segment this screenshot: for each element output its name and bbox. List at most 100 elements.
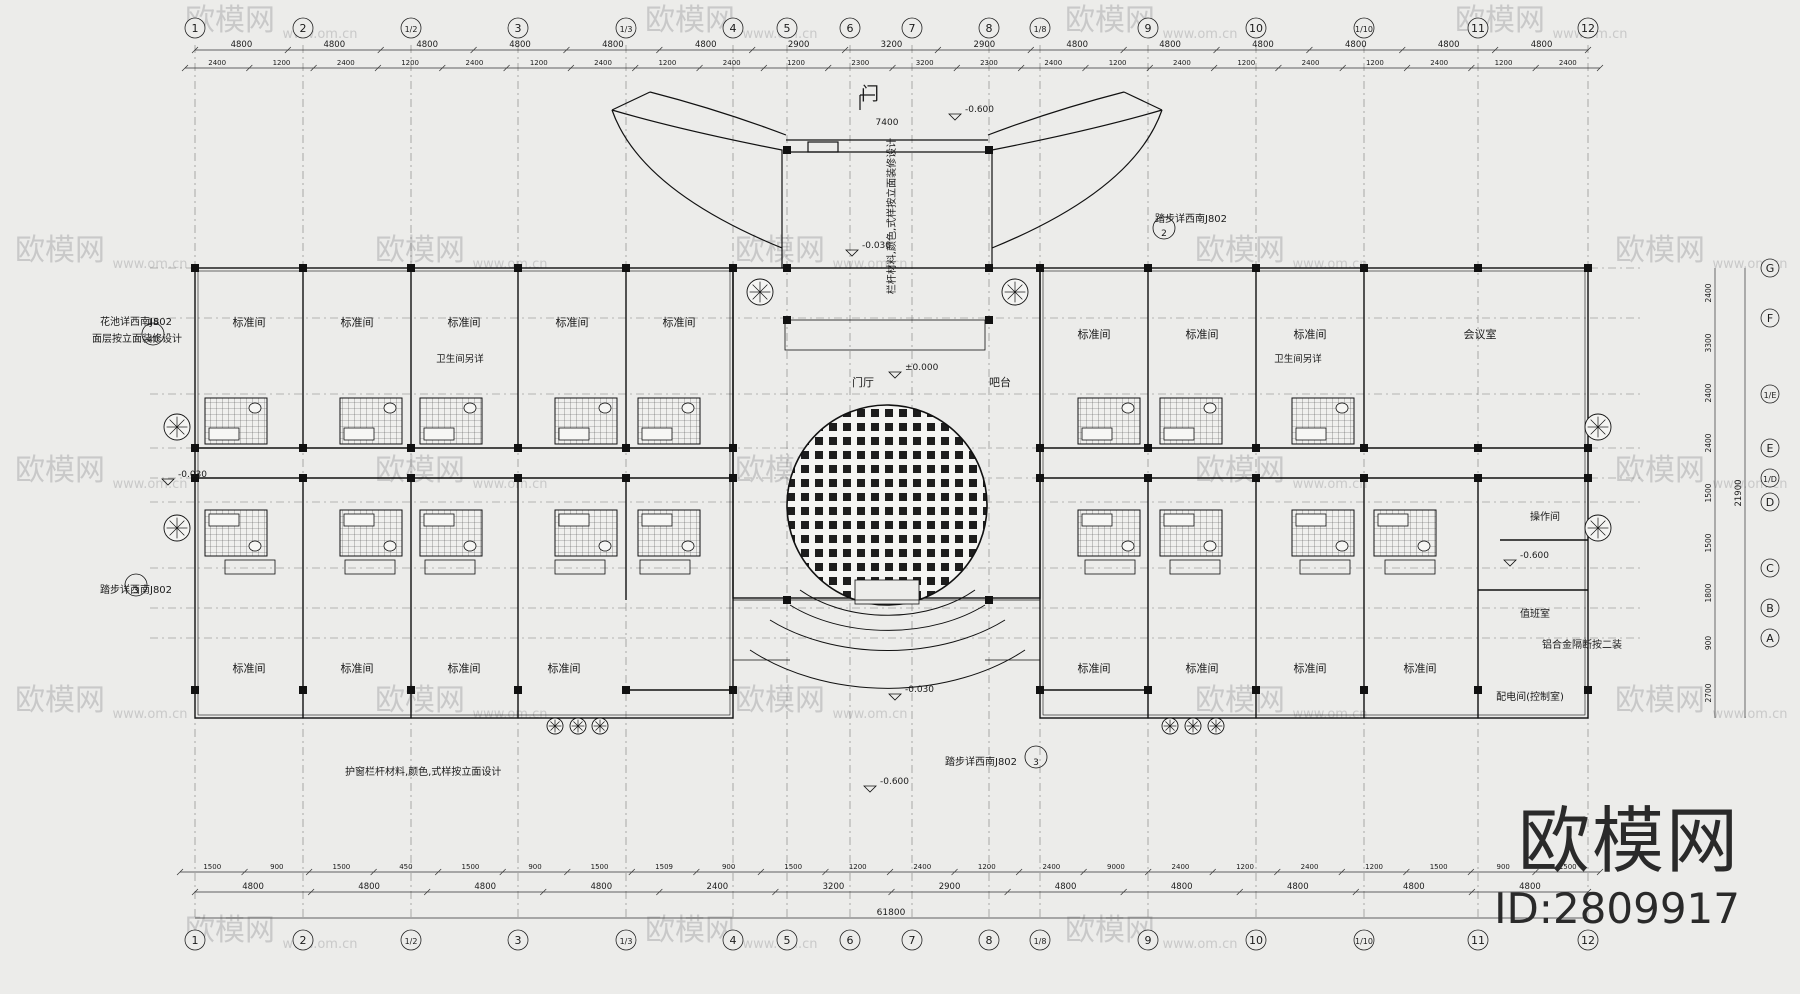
elevation-label: -0.600 — [880, 777, 909, 787]
dim-top-detail-value: 1200 — [1237, 59, 1255, 67]
dim-bottom-main-value: 4800 — [1287, 882, 1309, 892]
dim-right-value: 3300 — [1704, 333, 1713, 352]
dim-bottom-detail-value: 1500 — [203, 863, 221, 871]
dim-tick — [1120, 46, 1127, 54]
plant-leaf — [573, 721, 579, 727]
axis-bubble — [615, 929, 637, 951]
axis-bubble-label: E — [1767, 442, 1774, 455]
axis-bubble-label: 1/3 — [620, 937, 633, 946]
axis-bubble-label: 1/2 — [405, 25, 418, 34]
dim-top-detail-value: 2400 — [1302, 59, 1320, 67]
dim-tick — [1467, 868, 1475, 876]
bathroom-unit — [339, 509, 403, 557]
column — [514, 474, 522, 482]
toilet — [248, 540, 262, 552]
plant-leaf — [1165, 725, 1171, 731]
column — [985, 316, 993, 324]
elevation-triangle — [1503, 559, 1517, 567]
column — [1584, 474, 1592, 482]
dim-bottom-main-value: 4800 — [474, 882, 496, 892]
dim-tick — [284, 46, 292, 54]
dim-tick — [1491, 46, 1499, 54]
column — [1584, 264, 1592, 272]
axis-bubble — [1137, 17, 1159, 39]
plant-leaf — [1590, 419, 1599, 428]
column — [514, 686, 522, 694]
dim-right-value: 900 — [1704, 636, 1713, 651]
column — [191, 264, 199, 272]
dim-top-main-value: 4800 — [416, 40, 438, 50]
column — [299, 474, 307, 482]
dim-bottom-detail-value: 900 — [528, 863, 541, 871]
axis-bubble — [1760, 468, 1780, 488]
note-steps-left: 踏步详西南J802 — [100, 583, 172, 596]
dim-top-main-value: 2900 — [788, 40, 810, 50]
axis-bubble — [400, 17, 422, 39]
plant-leaf — [169, 527, 178, 536]
dim-tick — [1120, 888, 1127, 896]
axis-bubble — [507, 929, 529, 951]
toilet — [598, 402, 612, 414]
elevation-triangle — [863, 785, 877, 793]
dim-top-detail-value: 2300 — [851, 59, 869, 67]
column — [1474, 474, 1482, 482]
axis-bubble-label: 6 — [847, 22, 854, 35]
dim-bottom-main-value: 2900 — [939, 882, 961, 892]
axis-bubble — [1245, 929, 1267, 951]
bathroom-unit — [554, 397, 618, 445]
column — [191, 474, 199, 482]
axis-bubble — [1760, 438, 1780, 458]
column — [1144, 444, 1152, 452]
column — [514, 444, 522, 452]
dim-right-total: 21900 — [1734, 479, 1744, 506]
dim-tick — [1017, 64, 1025, 72]
axis-bubble-label: 10 — [1249, 22, 1263, 35]
bed — [1084, 559, 1136, 575]
dim-tick — [1339, 64, 1346, 72]
dim-right-value: 2400 — [1704, 283, 1713, 302]
room-label-standard: 标准间 — [663, 315, 696, 329]
elevation-triangle — [888, 371, 902, 379]
dim-tick — [757, 868, 765, 876]
room-label-standard: 标准间 — [1078, 661, 1111, 675]
room-label-standard: 标准间 — [448, 315, 481, 329]
dim-bottom-detail-value: 900 — [722, 863, 735, 871]
plant-leaf — [759, 291, 768, 300]
column — [1360, 474, 1368, 482]
elevation-triangle — [845, 249, 859, 257]
room-label-standard: 标准间 — [1294, 327, 1327, 341]
dim-bottom-main-value: 4800 — [1055, 882, 1077, 892]
room-label-standard: 标准间 — [341, 661, 374, 675]
bathtub — [558, 427, 590, 441]
axis-bubble-label: 10 — [1249, 934, 1263, 947]
dim-bottom-detail-value: 900 — [1496, 863, 1509, 871]
dim-top-main-value: 4800 — [323, 40, 345, 50]
note-flower-2: 面层按立面装修设计 — [92, 332, 182, 345]
dim-top-main-value: 4800 — [1066, 40, 1088, 50]
dim-top-detail-value: 2400 — [337, 59, 355, 67]
dim-tick — [470, 46, 477, 54]
plant-leaf — [1192, 721, 1198, 727]
detail-callout-circle — [124, 573, 148, 597]
column — [985, 264, 993, 272]
plant-leaf — [577, 725, 583, 731]
dim-tick — [377, 46, 384, 54]
dim-bottom-detail-value: 1200 — [849, 863, 867, 871]
watermark-text: 欧模网 — [735, 683, 825, 718]
plant-symbols — [163, 278, 1612, 735]
watermark-url: www.om.cn — [1163, 937, 1238, 952]
column — [191, 686, 199, 694]
watermark-url: www.om.cn — [113, 707, 188, 722]
detail-callout-circle — [141, 322, 165, 346]
column — [1252, 264, 1260, 272]
plant-leaf — [752, 291, 761, 300]
column — [1584, 444, 1592, 452]
dim-bottom-main-value: 4800 — [590, 882, 612, 892]
axis-bubble — [1467, 17, 1489, 39]
dim-top-detail-value: 2400 — [1173, 59, 1191, 67]
dim-tick — [628, 868, 636, 876]
bathtub — [1377, 513, 1409, 527]
callout-3: 3 — [1033, 758, 1039, 768]
dim-tick — [886, 868, 894, 876]
column — [1360, 686, 1368, 694]
